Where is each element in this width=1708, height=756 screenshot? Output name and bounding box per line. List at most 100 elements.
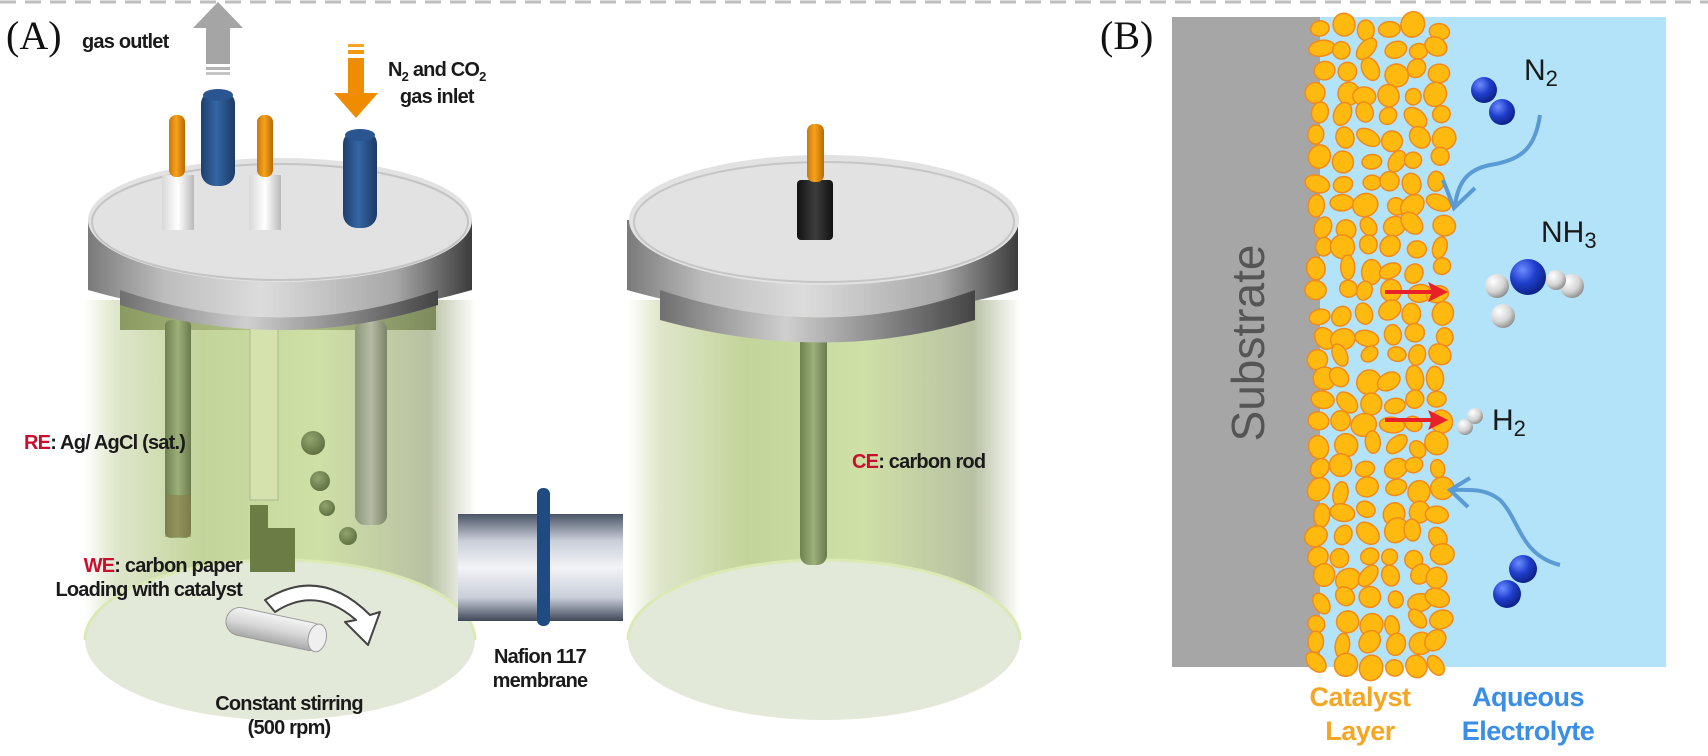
catalyst-grain: [1331, 343, 1349, 367]
catalyst-grain: [1334, 586, 1356, 607]
catalyst-grain: [1355, 127, 1381, 148]
catalyst-grain: [1309, 457, 1330, 479]
catalyst-layer-label: Catalyst Layer: [1300, 681, 1420, 749]
catalyst-grain: [1380, 548, 1399, 566]
we-prefix: WE: [83, 555, 115, 577]
catalyst-grain: [1377, 20, 1401, 38]
substrate-region: [1172, 17, 1320, 667]
catalyst-grain: [1305, 651, 1327, 673]
catalyst-grain: [1432, 214, 1457, 237]
n2-molecule-icon-bottom: [1493, 555, 1537, 608]
co2-subscript: 2: [479, 69, 486, 84]
catalyst-grain: [1304, 279, 1327, 301]
catalyst-grain: [1358, 585, 1382, 609]
n2-text: N: [388, 59, 402, 81]
gas-outlet-arrow: [193, 2, 243, 75]
h2-main: H: [1492, 404, 1514, 437]
aqueous-text: Aqueous: [1471, 682, 1585, 712]
catalyst-grain: [1307, 411, 1330, 431]
catalyst-grain: [1429, 543, 1455, 566]
nh3-main: NH: [1541, 216, 1585, 249]
catalyst-grain: [1310, 101, 1330, 124]
nh3-product-arrow: [1385, 282, 1448, 302]
re-prefix: RE: [24, 432, 51, 454]
stirring-label: Constant stirring (500 rpm): [174, 692, 404, 740]
catalyst-grain: [1426, 390, 1447, 408]
catalyst-grain: [1378, 262, 1402, 280]
catalyst-grain: [1425, 365, 1445, 392]
substrate-label: Substrate: [1222, 244, 1274, 442]
catalyst-grain: [1387, 590, 1404, 609]
catalyst-grain: [1426, 654, 1446, 676]
catalyst-grain: [1379, 234, 1401, 258]
catalyst-grain: [1383, 323, 1403, 346]
catalyst-grain: [1385, 433, 1408, 455]
n2-main: N: [1524, 54, 1546, 87]
catalyst-grain: [1329, 547, 1350, 569]
stirring-text: Constant stirring: [215, 693, 363, 715]
catalyst-grain: [1307, 124, 1325, 145]
bubble: [310, 471, 330, 491]
catalyst-grain: [1425, 566, 1448, 590]
catalyst-grain: [1313, 216, 1333, 239]
catalyst-grain: [1385, 478, 1408, 497]
right-vessel-bottom: [628, 560, 1020, 720]
catalyst-grain: [1383, 397, 1406, 415]
h2-molecule-icon: [1457, 408, 1483, 435]
catalyst-grain: [1335, 126, 1355, 149]
membrane-label: Nafion 117 membrane: [465, 645, 615, 693]
catalyst-grain: [1331, 150, 1355, 174]
catalyst-grain: [1306, 476, 1331, 502]
catalyst-grain: [1307, 614, 1326, 634]
catalyst-grain: [1358, 234, 1378, 255]
rotation-arrow-icon: [264, 584, 381, 646]
gas-inlet-arrow: [334, 44, 378, 118]
catalyst-grain: [1312, 562, 1336, 588]
catalyst-grain: [1355, 476, 1380, 498]
catalyst-grain: [1408, 125, 1431, 149]
catalyst-grain: [1339, 254, 1356, 281]
ce-text: : carbon rod: [878, 451, 986, 473]
h2-label: H2: [1492, 406, 1526, 440]
gas-inlet-text: gas inlet: [399, 85, 475, 108]
catalyst-grain: [1331, 40, 1351, 60]
catalyst-grain: [1358, 654, 1384, 682]
catalyst-grain: [1355, 369, 1382, 396]
catalyst-grain: [1430, 146, 1450, 166]
aqueous-electrolyte-label: Aqueous Electrolyte: [1448, 681, 1608, 749]
catalyst-grain: [1329, 193, 1355, 212]
counter-wire: [807, 124, 824, 182]
catalyst-grain: [1332, 12, 1356, 37]
catalyst-grain: [1360, 57, 1381, 82]
catalyst-grain: [1384, 40, 1408, 60]
catalyst-grain: [1360, 345, 1379, 363]
catalyst-grain: [1337, 61, 1358, 82]
catalyst-grain: [1308, 308, 1331, 326]
catalyst-grain: [1305, 256, 1326, 281]
panel-b-label: (B): [1100, 13, 1154, 58]
reference-wire: [169, 115, 185, 177]
ce-prefix: CE: [852, 451, 879, 473]
catalyst-grain: [1358, 629, 1382, 654]
gas-outlet-tube: [201, 90, 235, 186]
catalyst-grain: [1304, 81, 1326, 104]
catalyst-grain: [1355, 521, 1380, 546]
stirring-rpm-text: (500 rpm): [247, 717, 332, 739]
catalyst-grain: [1379, 170, 1400, 192]
catalyst-grain: [1328, 366, 1350, 388]
catalyst-grain: [1355, 101, 1375, 123]
counter-sleeve: [797, 180, 833, 240]
catalyst-grain: [1431, 126, 1457, 151]
reference-electrode-label: RE: Ag/ AgCl (sat.): [24, 431, 186, 455]
catalyst-grain: [1403, 151, 1423, 170]
catalyst-grain: [1404, 263, 1424, 284]
reference-sleeve: [162, 175, 194, 230]
catalyst-grain: [1424, 587, 1451, 609]
catalyst-grain: [1361, 153, 1383, 170]
h2-sub: 2: [1513, 416, 1526, 441]
catalyst-grain: [1378, 106, 1398, 126]
catalyst-grain: [1380, 130, 1404, 153]
stir-bar: [225, 607, 328, 653]
catalyst-grain: [1424, 628, 1447, 652]
